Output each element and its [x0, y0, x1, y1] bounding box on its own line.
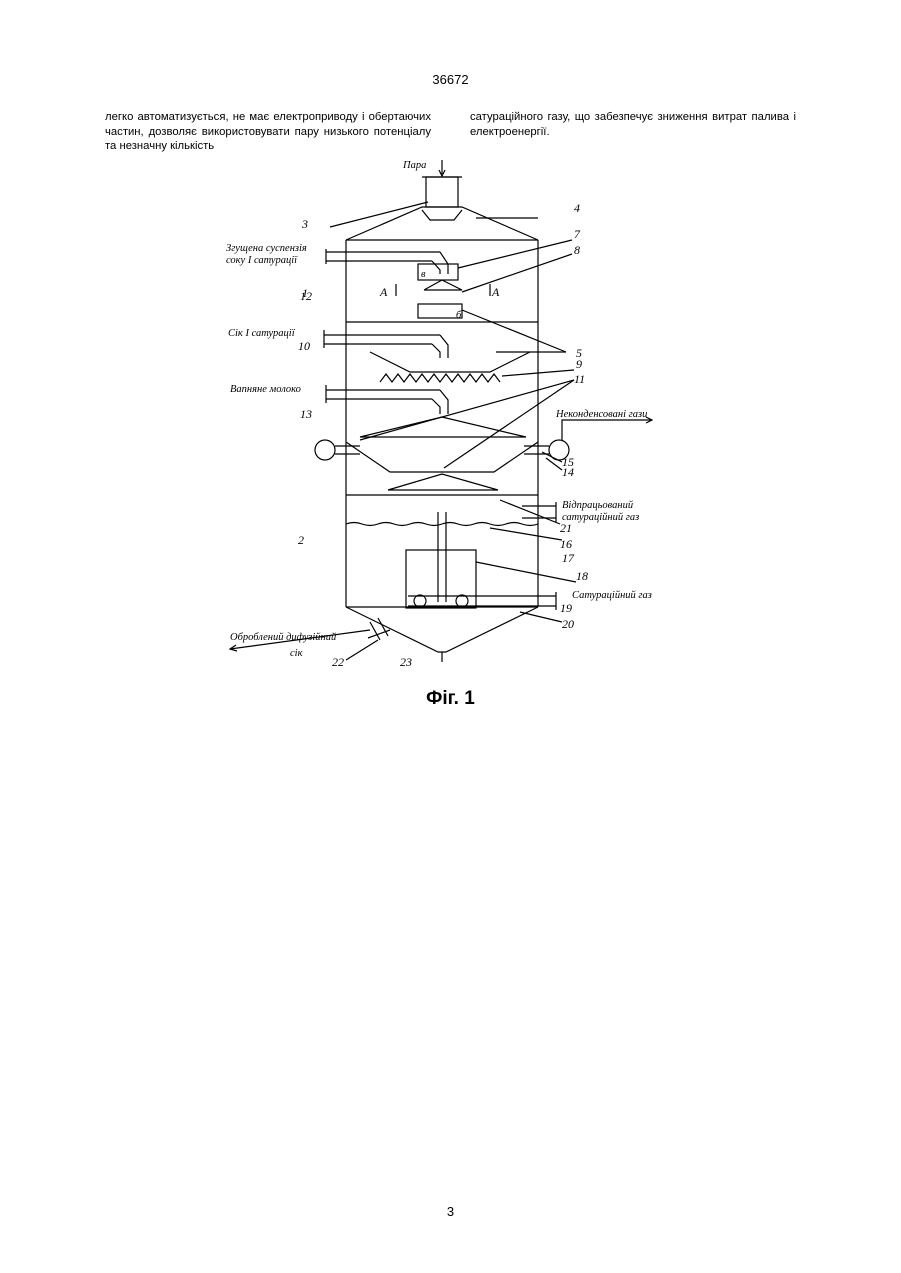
text-column-left: легко автоматизується, не має електропри… [105, 110, 431, 154]
part-number-2: 2 [298, 533, 304, 547]
part-number-13: 13 [300, 407, 312, 421]
tray-16 [388, 474, 498, 490]
part-number-15: 15 [562, 455, 574, 469]
part-number-10: 10 [298, 339, 310, 353]
tray-11b [346, 442, 538, 472]
part-number-8: 8 [574, 243, 580, 257]
label-mark-v: в [421, 269, 426, 280]
label-noncond-gases: Неконденсовані гази [555, 409, 647, 420]
part-number-12: 12 [300, 289, 312, 303]
part-number-16: 16 [560, 537, 572, 551]
label-suspension-2: соку І сатурації [226, 255, 298, 266]
page-number-bottom: 3 [0, 1204, 901, 1219]
label-waste-gas-2: сатураційний газ [562, 512, 639, 523]
steam-nozzle [426, 177, 458, 207]
part-number-17: 17 [562, 551, 575, 565]
bubbler-box-18 [406, 550, 476, 608]
label-waste-gas-1: Відпрацьований [562, 500, 634, 511]
tray-11a [360, 417, 526, 437]
part-number-11: 11 [574, 372, 585, 386]
part-number-19: 19 [560, 601, 572, 615]
part-number-20: 20 [562, 617, 574, 631]
figure-1-drawing: Пара Згущена суспензія соку І сатурації … [200, 152, 690, 692]
saturator-apparatus-diagram: Пара Згущена суспензія соку І сатурації … [200, 152, 690, 692]
label-section-a-right: А [491, 285, 500, 299]
side-device-left [315, 440, 335, 460]
part-number-4: 4 [574, 201, 580, 215]
label-suspension-1: Згущена суспензія [226, 243, 307, 254]
label-section-a-left: А [379, 285, 388, 299]
label-sat-gas: Сатураційний газ [572, 590, 652, 601]
part-number-22: 22 [332, 655, 344, 669]
label-mark-b: б [456, 310, 462, 321]
label-treated-2: сік [290, 648, 303, 659]
label-juice: Сік І сатурації [228, 328, 296, 339]
part-number-9: 9 [576, 357, 582, 371]
part-number-21: 21 [560, 521, 572, 535]
part-number-23: 23 [400, 655, 412, 669]
figure-caption: Фіг. 1 [0, 688, 901, 710]
vessel-top-cone [346, 207, 538, 240]
tray-9 [370, 352, 530, 372]
part-number-7: 7 [574, 227, 581, 241]
part-number-3: 3 [301, 217, 308, 231]
part-number-18: 18 [576, 569, 588, 583]
page-number-top: 36672 [0, 72, 901, 87]
text-column-right: сатураційного газу, що забезпечує знижен… [470, 110, 796, 139]
label-treated-1: Оброблений дифузійний [230, 632, 337, 643]
noncond-gas-line [562, 420, 652, 440]
sawtooth-10 [380, 374, 500, 382]
label-steam: Пара [402, 160, 426, 171]
liquid-level [346, 523, 538, 526]
cone-8 [424, 280, 462, 290]
label-lime-milk: Вапняне молоко [230, 384, 301, 395]
